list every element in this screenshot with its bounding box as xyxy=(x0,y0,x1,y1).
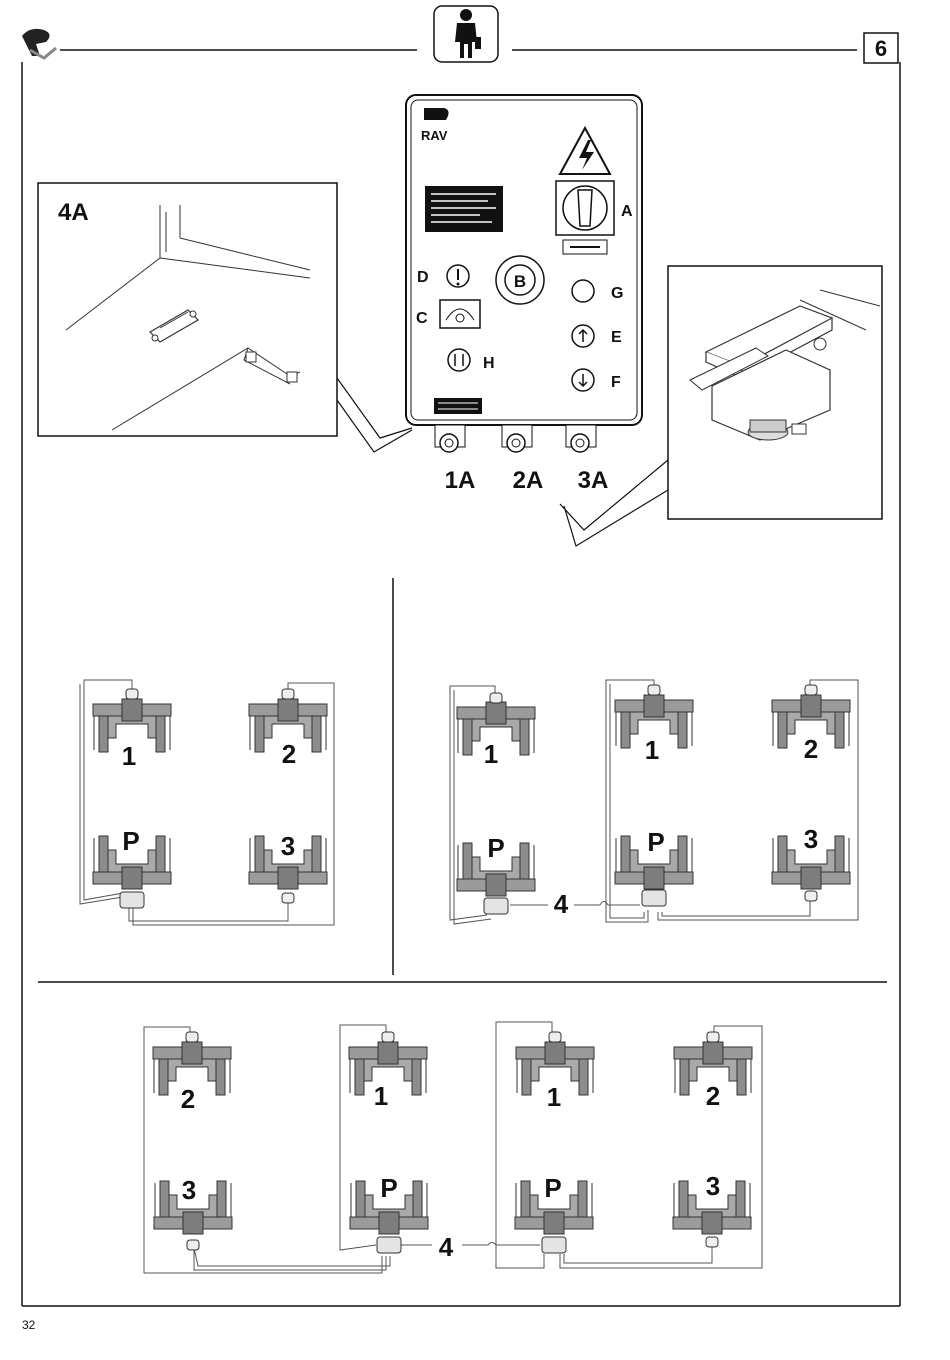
bottom-left-lift-1-label: 1 xyxy=(374,1081,388,1111)
connector-sockets xyxy=(435,425,596,452)
header: 6 xyxy=(22,6,898,63)
label-a: A xyxy=(621,203,633,220)
diagram-two-column: 1 2 P 3 xyxy=(80,680,334,925)
diagram-eight-column: 2 1 3 P 1 2 P 3 4 xyxy=(144,1022,762,1273)
link-cable-4-label: 4 xyxy=(554,889,569,919)
lift-p-label: P xyxy=(122,826,139,856)
left-lift-1-label: 1 xyxy=(484,739,498,769)
label-d: D xyxy=(417,269,429,286)
right-lift-1-label: 1 xyxy=(645,735,659,765)
bottom-left-lift-2-label: 2 xyxy=(181,1084,195,1114)
gauge-c xyxy=(440,300,480,328)
right-lift-3-label: 3 xyxy=(804,824,818,854)
button-b[interactable]: B xyxy=(496,256,544,304)
section-number: 6 xyxy=(875,36,887,61)
bottom-plate xyxy=(434,398,482,414)
lift-3-label: 3 xyxy=(281,831,295,861)
page-number: 32 xyxy=(22,1318,35,1332)
connector-2a: 2A xyxy=(513,467,544,494)
connector-1a: 1A xyxy=(445,467,476,494)
bottom-right-lift-3-label: 3 xyxy=(706,1171,720,1201)
lamp-g xyxy=(572,280,594,302)
label-e: E xyxy=(611,329,622,346)
detail-4a: 4A xyxy=(38,183,412,452)
label-b: B xyxy=(514,272,526,291)
button-h[interactable] xyxy=(448,349,470,371)
diagram-six-column: 1 P 1 2 P 3 4 xyxy=(450,680,858,924)
indicator-d xyxy=(447,265,469,287)
rating-plate xyxy=(425,186,503,232)
bottom-right-lift-p-label: P xyxy=(544,1173,561,1203)
rav-logo xyxy=(22,29,56,58)
bottom-left-lift-p-label: P xyxy=(380,1173,397,1203)
label-f: F xyxy=(611,374,621,391)
panel-logo-text: RAV xyxy=(421,128,448,143)
bottom-link-cable-4-label: 4 xyxy=(439,1232,454,1262)
right-lift-2-label: 2 xyxy=(804,734,818,764)
right-lift-p-label: P xyxy=(647,827,664,857)
control-panel: RAV A B D xyxy=(406,95,642,494)
main-switch[interactable] xyxy=(556,181,614,235)
lift-2-label: 2 xyxy=(282,739,296,769)
label-c: C xyxy=(416,310,428,327)
bottom-right-lift-2-label: 2 xyxy=(706,1081,720,1111)
left-lift-p-label: P xyxy=(487,833,504,863)
lift-1-label: 1 xyxy=(122,741,136,771)
button-e[interactable] xyxy=(572,325,594,347)
label-g: G xyxy=(611,285,623,302)
connector-3a: 3A xyxy=(578,467,609,494)
label-h: H xyxy=(483,355,495,372)
button-f[interactable] xyxy=(572,369,594,391)
detail-4a-label: 4A xyxy=(58,199,89,226)
bottom-right-lift-1-label: 1 xyxy=(547,1082,561,1112)
bottom-left-lift-3-label: 3 xyxy=(182,1175,196,1205)
